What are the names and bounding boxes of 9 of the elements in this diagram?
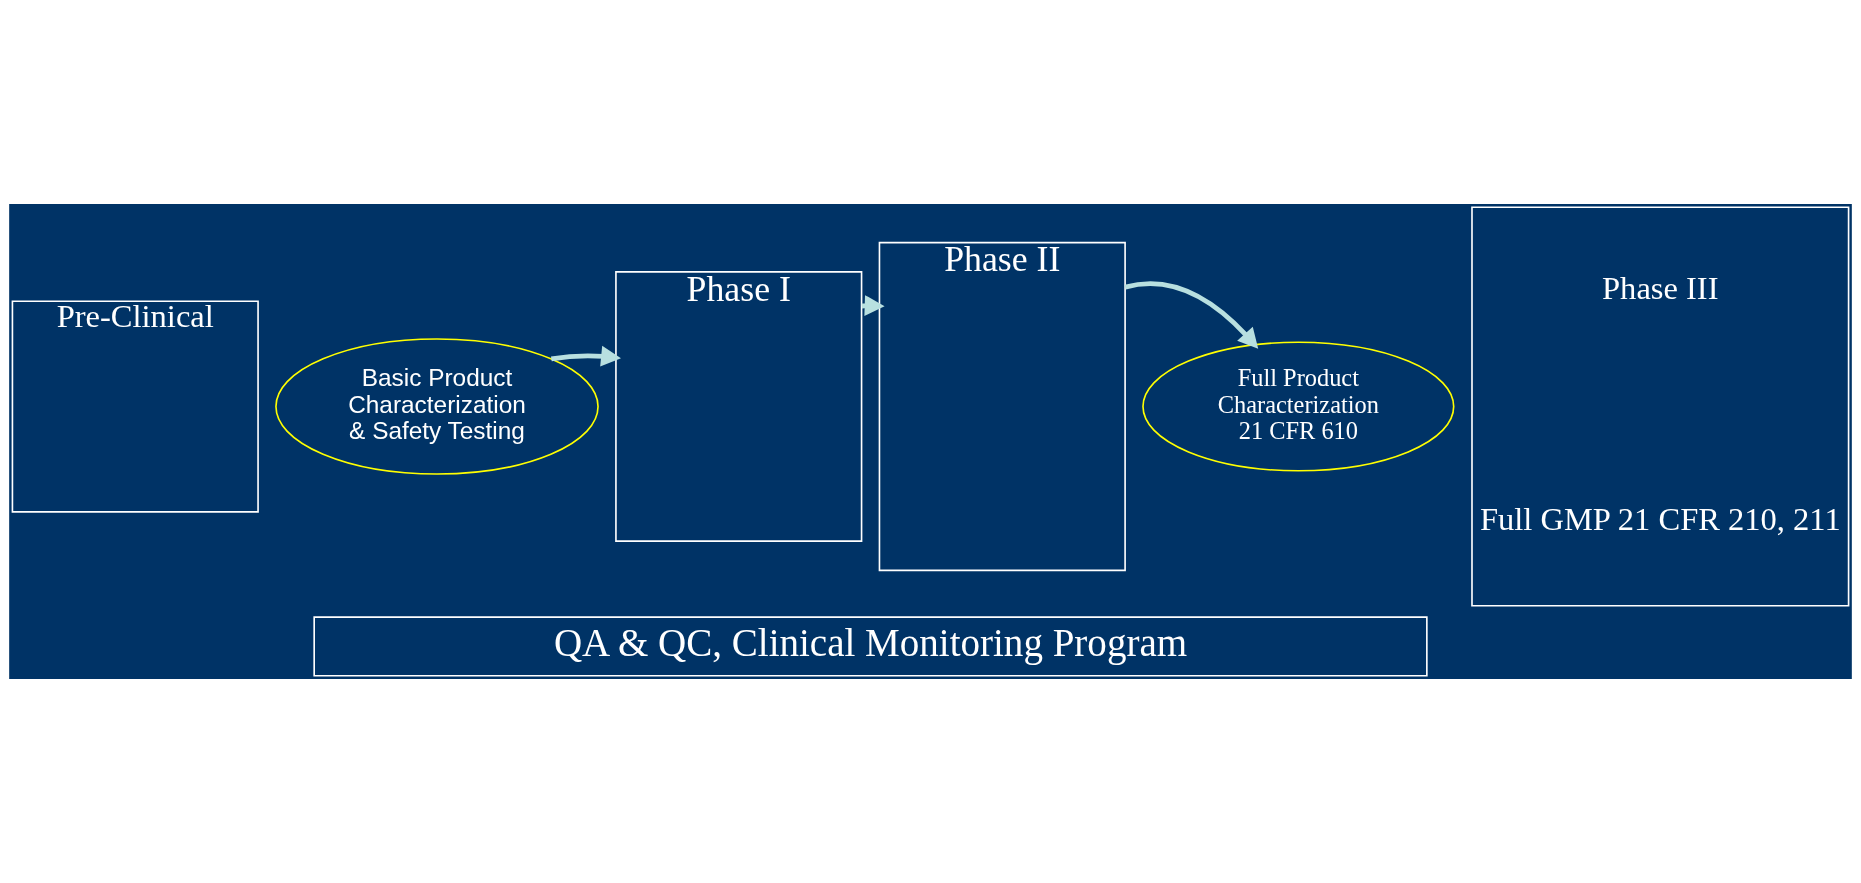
arrow [1124, 281, 1259, 349]
node-box: Phase II [878, 241, 1126, 572]
node-ellipse: Basic Product Characterization & Safety Testing [275, 338, 599, 475]
arrow [550, 345, 621, 367]
node-box: QA & QC, Clinical Monitoring Program [313, 616, 1428, 677]
node-box: Phase I [615, 271, 863, 542]
node-box: Pre-Clinical [11, 300, 259, 513]
node-box: Phase III Full GMP 21 CFR 210, 211 [1471, 206, 1850, 607]
node-ellipse: Full Product Characterization 21 CFR 610 [1142, 341, 1455, 472]
